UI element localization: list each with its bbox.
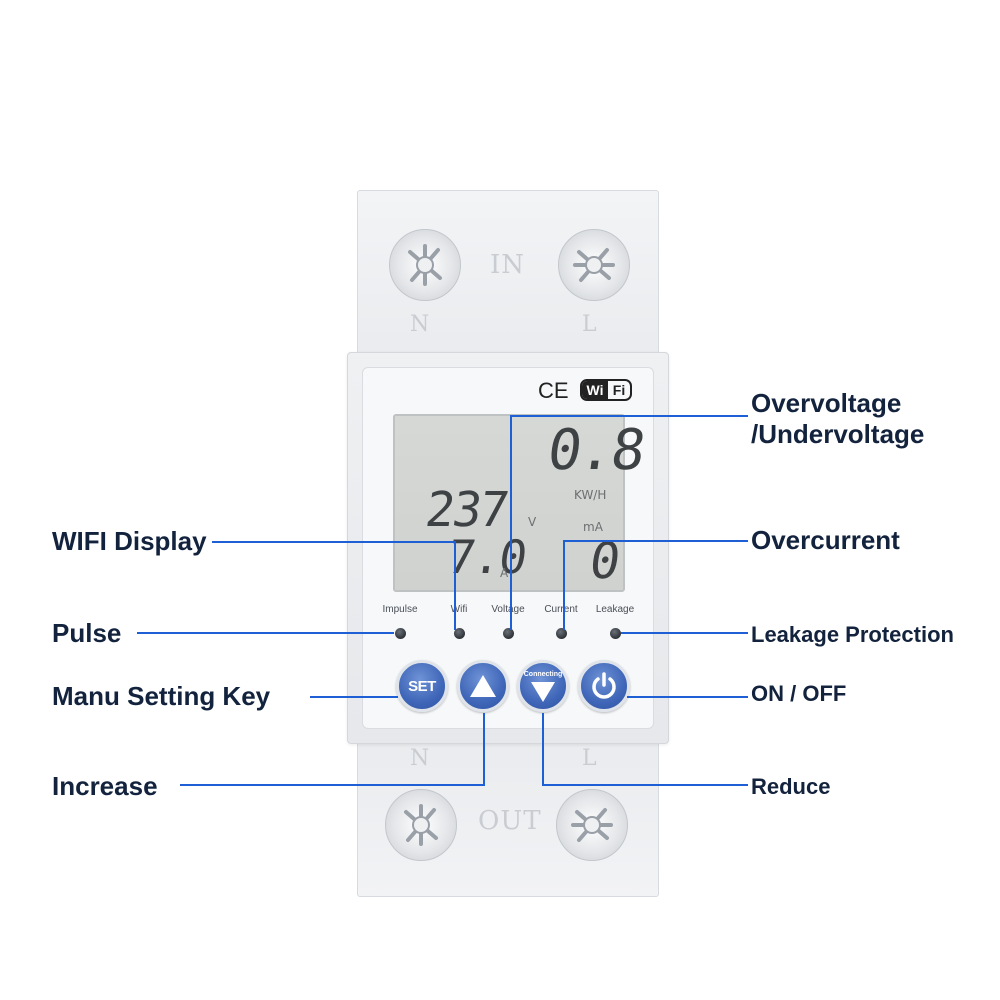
wifi-display-leader [212, 541, 456, 630]
leakage-led [610, 628, 621, 639]
triangle-down-icon [531, 682, 555, 702]
bottom-n-mark: N [410, 746, 431, 771]
overcurrent-leader [563, 540, 748, 630]
indicator-label-voltage: Voltage [491, 604, 525, 615]
terminal-screw-out-l [556, 789, 628, 861]
current-led [556, 628, 567, 639]
in-mark: IN [490, 250, 526, 280]
lcd-energy-unit: KW/H [574, 488, 607, 502]
wifi-certification-badge: Wi Fi [580, 379, 632, 401]
wifi-led [454, 628, 465, 639]
terminal-screw-in-n [389, 229, 461, 301]
label-on-off: ON / OFF [751, 681, 847, 706]
label-pulse: Pulse [52, 618, 122, 648]
terminal-screw-out-n [385, 789, 457, 861]
label-overvoltage: Overvoltage [751, 388, 902, 418]
lcd-current-unit: A [500, 566, 509, 580]
indicator-label-impulse: Impulse [382, 604, 418, 615]
bottom-l-mark: L [582, 746, 598, 771]
wifi-badge-wi: Wi [582, 381, 608, 399]
decrease-button[interactable]: Connecting [517, 660, 569, 712]
label-reduce: Reduce [751, 774, 831, 799]
ce-mark: CE [538, 378, 569, 403]
set-button[interactable]: SET [396, 660, 448, 712]
power-icon [592, 672, 616, 699]
label-overcurrent: Overcurrent [751, 525, 900, 555]
connecting-label: Connecting [523, 671, 563, 678]
indicator-label-leakage: Leakage [595, 604, 635, 615]
label-leakage-protection: Leakage Protection [751, 622, 954, 647]
out-mark: OUT [478, 806, 542, 836]
overvoltage-leader [510, 415, 748, 630]
lcd-voltage-unit: V [528, 515, 537, 529]
triangle-up-icon [470, 675, 496, 697]
indicator-label-current: Current [544, 604, 578, 615]
label-undervoltage: /Undervoltage [751, 419, 925, 449]
lcd-display [393, 414, 625, 592]
increase-leader [180, 713, 485, 786]
lcd-leakage-unit: mA [583, 520, 603, 534]
top-l-mark: L [582, 312, 598, 337]
impulse-led [395, 628, 406, 639]
label-increase: Increase [52, 771, 158, 801]
set-button-label: SET [408, 677, 436, 695]
reduce-leader [542, 713, 748, 786]
voltage-led [503, 628, 514, 639]
terminal-screw-in-l [558, 229, 630, 301]
label-menu-setting-key: Manu Setting Key [52, 681, 271, 711]
label-wifi-display: WIFI Display [52, 526, 207, 556]
indicator-label-wifi: Wifi [450, 604, 468, 615]
increase-button[interactable] [457, 660, 509, 712]
power-button[interactable] [578, 660, 630, 712]
top-n-mark: N [410, 312, 431, 337]
wifi-badge-fi: Fi [612, 382, 626, 398]
